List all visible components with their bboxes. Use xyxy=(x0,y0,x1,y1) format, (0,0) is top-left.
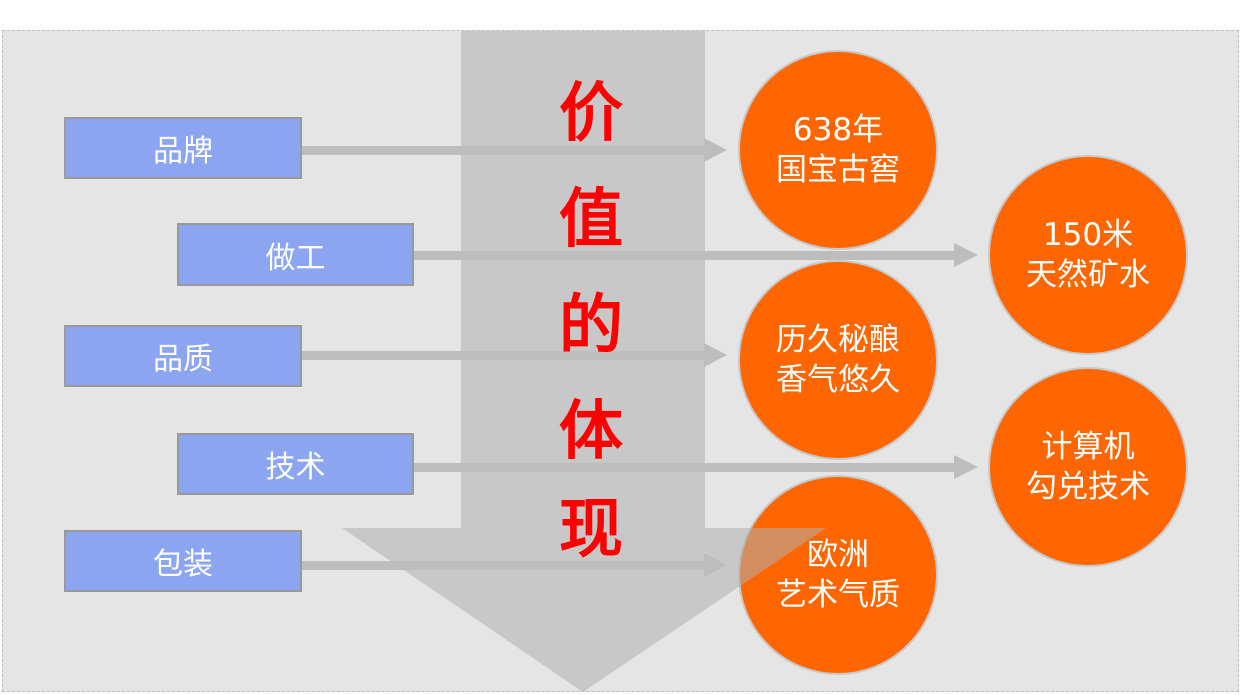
title-char: 体 xyxy=(559,394,623,469)
arrow-quality xyxy=(302,343,727,367)
arrow-workmanship xyxy=(414,243,978,267)
arrow-technology xyxy=(414,455,978,479)
value-circle-heritage: 638年国宝古窖 xyxy=(738,50,938,250)
circle-text: 艺术气质 xyxy=(776,577,900,613)
arrow-brand xyxy=(302,138,727,162)
title-char: 现 xyxy=(559,492,623,567)
connector-arrows xyxy=(302,138,978,577)
factor-box-technology: 技术 xyxy=(177,433,414,495)
factor-box-workmanship: 做工 xyxy=(177,223,414,286)
circle-text: 计算机 xyxy=(1041,429,1135,465)
circle-text: 欧洲 xyxy=(807,537,869,573)
big-down-arrow xyxy=(342,31,826,692)
circle-text: 历久秘酿 xyxy=(776,322,900,358)
title-char: 值 xyxy=(559,182,623,257)
factor-box-packaging: 包装 xyxy=(64,530,302,592)
circle-text: 国宝古窖 xyxy=(776,152,900,188)
value-circle-design: 欧洲艺术气质 xyxy=(738,475,938,675)
factor-box-brand: 品牌 xyxy=(64,117,302,179)
value-circle-water: 150米天然矿水 xyxy=(988,155,1188,355)
factor-box-quality: 品质 xyxy=(64,325,302,387)
circle-text: 勾兑技术 xyxy=(1026,469,1150,505)
value-circle-technology: 计算机勾兑技术 xyxy=(988,367,1188,567)
circle-text: 150米 xyxy=(1042,217,1134,253)
circle-text: 天然矿水 xyxy=(1026,257,1150,293)
circle-text: 香气悠久 xyxy=(776,362,900,398)
circle-text: 638年 xyxy=(792,112,884,148)
title-char: 的 xyxy=(559,288,623,363)
title-char: 价 xyxy=(559,76,623,151)
value-circle-brewing: 历久秘酿香气悠久 xyxy=(738,260,938,460)
arrow-packaging xyxy=(302,553,727,577)
